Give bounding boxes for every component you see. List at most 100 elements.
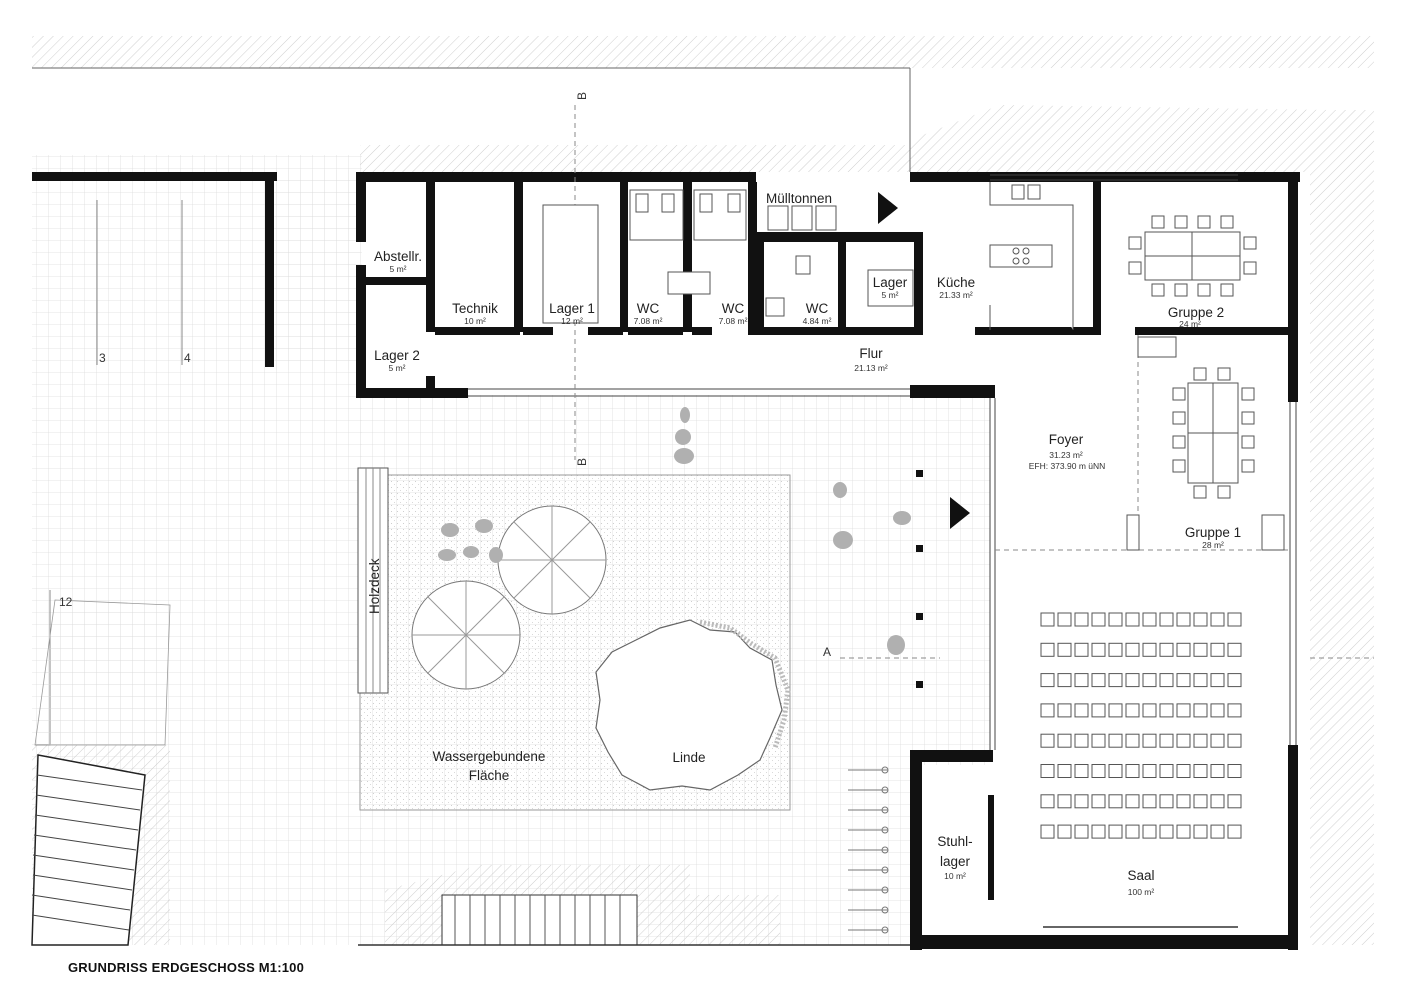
hall-chair xyxy=(1176,764,1191,778)
room-name-foyer: Foyer xyxy=(1049,432,1084,447)
hall-chair xyxy=(1108,612,1123,627)
room-name-wc3: WC xyxy=(806,301,829,316)
room-name-technik: Technik xyxy=(452,301,498,316)
glazing xyxy=(468,174,1297,750)
hall-chair xyxy=(1193,703,1208,718)
hall-chair xyxy=(1125,703,1140,718)
hall-chair xyxy=(1176,612,1191,627)
parking-number-4: 4 xyxy=(184,351,191,365)
waste-bins xyxy=(767,205,837,231)
hall-seating xyxy=(1040,612,1242,839)
hall-chair xyxy=(1091,612,1106,627)
group-room-2-furniture xyxy=(1128,215,1257,297)
room-area-flur: 21.13 m² xyxy=(854,363,888,373)
parking-number-3: 3 xyxy=(99,351,106,365)
label-wasser-2: Fläche xyxy=(469,768,510,783)
room-area-kueche: 21.33 m² xyxy=(939,290,973,300)
hall-chair xyxy=(1159,764,1174,778)
room-area-lager2: 5 m² xyxy=(389,363,406,373)
fixtures xyxy=(542,189,914,324)
hall-chair xyxy=(1057,794,1072,809)
hall-chair xyxy=(1159,612,1174,627)
foyer-elevation: EFH: 373.90 m üNN xyxy=(1029,461,1106,471)
hall-chair xyxy=(1159,733,1174,748)
room-area-saal: 100 m² xyxy=(1128,887,1155,897)
room-name-abstell: Abstellr. xyxy=(374,249,422,264)
hall-chair xyxy=(1040,733,1055,748)
hall-chair xyxy=(1057,612,1072,627)
hall-chair xyxy=(1227,612,1242,627)
hall-chair xyxy=(1074,764,1089,778)
hall-chair xyxy=(1125,642,1140,657)
hall-chair xyxy=(1091,703,1106,718)
hall-chair xyxy=(1057,642,1072,657)
hall-chair xyxy=(1040,642,1055,657)
room-area-foyer: 31.23 m² xyxy=(1049,450,1083,460)
room-area-stuhllager: 10 m² xyxy=(944,871,966,881)
hall-chair xyxy=(1159,703,1174,718)
hall-chair xyxy=(1193,733,1208,748)
hall-chair xyxy=(1091,764,1106,778)
room-area-lager1: 12 m² xyxy=(561,316,583,326)
hall-chair xyxy=(1040,703,1055,718)
hall-chair xyxy=(1193,824,1208,839)
hall-chair xyxy=(1125,612,1140,627)
hall-chair xyxy=(1108,733,1123,748)
label-muelltonnen: Mülltonnen xyxy=(766,191,832,206)
hall-chair xyxy=(1210,612,1225,627)
hall-chair xyxy=(1176,824,1191,839)
hall-chair xyxy=(1091,673,1106,688)
umbrella-icon xyxy=(497,505,607,615)
hall-chair xyxy=(1125,794,1140,809)
hall-chair xyxy=(1142,642,1157,657)
hall-chair xyxy=(1057,673,1072,688)
hall-chair xyxy=(1074,733,1089,748)
hall-chair xyxy=(1193,642,1208,657)
room-area-abstell: 5 m² xyxy=(390,264,407,274)
bike-racks xyxy=(848,766,889,934)
hall-chair xyxy=(1227,642,1242,657)
hall-chair xyxy=(1057,824,1072,839)
hall-chair xyxy=(1125,764,1140,778)
umbrella-icon xyxy=(411,580,521,690)
hall-chair xyxy=(1142,824,1157,839)
hall-chair xyxy=(1227,764,1242,778)
hall-chair xyxy=(1210,673,1225,688)
room-name-stuhllager-1: Stuhl- xyxy=(937,834,972,849)
hall-chair xyxy=(1108,673,1123,688)
hall-chair xyxy=(1091,794,1106,809)
hall-chair xyxy=(1176,642,1191,657)
hall-chair xyxy=(1074,703,1089,718)
group-room-1-furniture xyxy=(1126,336,1285,551)
hall-chair xyxy=(1210,703,1225,718)
room-name-kueche: Küche xyxy=(937,275,975,290)
hall-chair xyxy=(1193,764,1208,778)
hall-chair xyxy=(1159,642,1174,657)
hall-chair xyxy=(1193,673,1208,688)
hall-chair xyxy=(1142,703,1157,718)
people-icons xyxy=(438,407,911,655)
hall-chair xyxy=(1159,673,1174,688)
hall-chair xyxy=(1108,794,1123,809)
hall-chair xyxy=(1142,764,1157,778)
hall-chair xyxy=(1142,612,1157,627)
parking-lines xyxy=(34,200,183,746)
hall-chair xyxy=(1159,794,1174,809)
hall-chair xyxy=(1074,824,1089,839)
hall-chair xyxy=(1108,824,1123,839)
terrain-hatch xyxy=(32,36,1374,945)
room-name-wc1: WC xyxy=(637,301,660,316)
entrance-arrow-icon xyxy=(950,497,970,529)
hall-chair xyxy=(1057,733,1072,748)
hall-chair xyxy=(1142,673,1157,688)
hall-chair xyxy=(1210,824,1225,839)
hall-chair xyxy=(1074,673,1089,688)
hall-chair xyxy=(1125,733,1140,748)
room-name-saal: Saal xyxy=(1127,868,1154,883)
room-name-gruppe2: Gruppe 2 xyxy=(1168,305,1224,320)
label-linde: Linde xyxy=(672,750,705,765)
hall-chair xyxy=(1040,794,1055,809)
room-name-lager1: Lager 1 xyxy=(549,301,595,316)
hall-chair xyxy=(1057,764,1072,778)
